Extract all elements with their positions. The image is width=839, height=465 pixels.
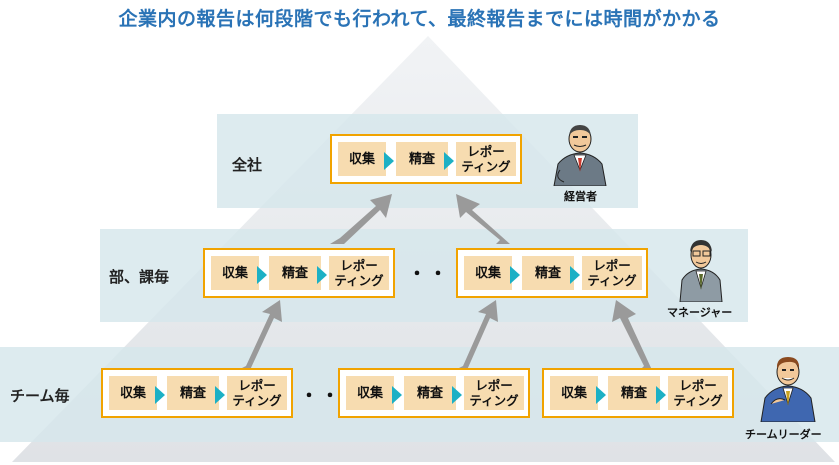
step-review: 精査 xyxy=(396,142,448,176)
level-label-team: チーム毎 xyxy=(10,387,70,405)
step-collect: 収集 xyxy=(109,376,157,410)
step-collect: 収集 xyxy=(550,376,598,410)
manager-icon xyxy=(679,240,723,302)
step-collect: 収集 xyxy=(464,256,512,290)
role-label-executive: 経営者 xyxy=(564,190,597,203)
step-arrow-icon xyxy=(384,152,394,170)
step-arrow-icon xyxy=(596,386,606,404)
step-reporting: レポーティング xyxy=(329,256,389,290)
up-arrow xyxy=(330,194,392,244)
step-reporting-line2: ティング xyxy=(461,159,511,174)
process-flow-team-2: 収集 精査 レポーティング xyxy=(338,368,530,418)
step-arrow-icon xyxy=(317,266,327,284)
step-review: 精査 xyxy=(608,376,660,410)
up-arrow xyxy=(455,300,498,370)
step-reporting-line1: レポー xyxy=(238,378,276,393)
step-review: 精査 xyxy=(269,256,321,290)
step-reporting-line1: レポー xyxy=(679,378,717,393)
step-arrow-icon xyxy=(155,386,165,404)
role-label-team-leader: チームリーダー xyxy=(745,428,822,441)
step-arrow-icon xyxy=(510,266,520,284)
step-reporting-line2: ティング xyxy=(587,273,637,288)
step-reporting: レポーティング xyxy=(582,256,642,290)
step-arrow-icon xyxy=(257,266,267,284)
step-reporting: レポーティング xyxy=(668,376,728,410)
step-collect: 収集 xyxy=(211,256,259,290)
step-reporting-line2: ティング xyxy=(232,393,282,408)
step-collect: 収集 xyxy=(346,376,394,410)
level-label-department: 部、課毎 xyxy=(109,268,170,286)
up-arrow xyxy=(456,194,510,244)
page-title: 企業内の報告は何段階でも行われて、最終報告までには時間がかかる xyxy=(118,8,721,30)
step-reporting: レポーティング xyxy=(464,376,524,410)
step-reporting-line2: ティング xyxy=(469,393,519,408)
step-review: 精査 xyxy=(167,376,219,410)
level-label-company: 全社 xyxy=(232,156,263,174)
step-reporting-line2: ティング xyxy=(334,273,384,288)
role-label-manager: マネージャー xyxy=(667,306,733,319)
process-flow-company: 収集 精査 レポーティング xyxy=(330,134,522,184)
step-review: 精査 xyxy=(404,376,456,410)
step-reporting: レポーティング xyxy=(227,376,287,410)
process-flow-department-2: 収集 精査 レポーティング xyxy=(456,248,648,298)
up-arrow xyxy=(612,300,652,370)
step-collect: 収集 xyxy=(338,142,386,176)
step-review: 精査 xyxy=(522,256,574,290)
up-arrow xyxy=(238,300,282,370)
step-arrow-icon xyxy=(392,386,402,404)
process-flow-department-1: 収集 精査 レポーティング xyxy=(203,248,395,298)
process-flow-team-1: 収集 精査 レポーティング xyxy=(101,368,293,418)
executive-icon xyxy=(553,125,607,186)
step-reporting-line1: レポー xyxy=(475,378,513,393)
step-arrow-icon xyxy=(215,386,225,404)
step-reporting-line1: レポー xyxy=(467,144,505,159)
step-arrow-icon xyxy=(656,386,666,404)
team-leader-icon xyxy=(760,357,816,422)
step-reporting-line1: レポー xyxy=(340,258,378,273)
step-arrow-icon xyxy=(452,386,462,404)
step-arrow-icon xyxy=(444,152,454,170)
step-arrow-icon xyxy=(570,266,580,284)
step-reporting-line1: レポー xyxy=(593,258,631,273)
step-reporting: レポーティング xyxy=(456,142,516,176)
ellipsis-department: ・・・ xyxy=(408,264,471,285)
process-flow-team-3: 収集 精査 レポーティング xyxy=(542,368,734,418)
step-reporting-line2: ティング xyxy=(673,393,723,408)
